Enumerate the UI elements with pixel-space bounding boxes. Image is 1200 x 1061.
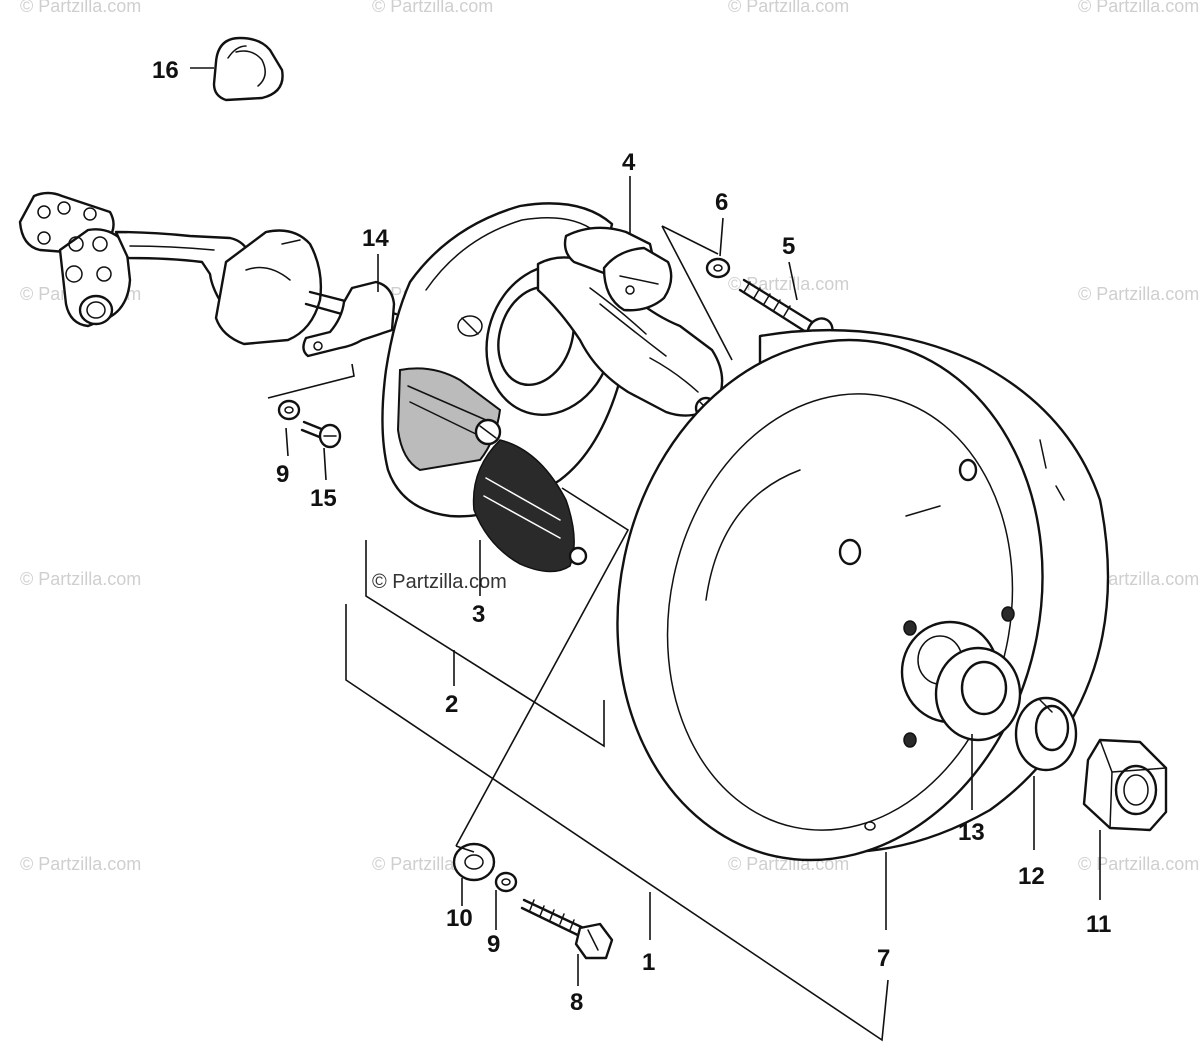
watermark: © Partzilla.com [20, 569, 141, 589]
callout-14: 14 [362, 225, 389, 252]
callout-12: 12 [1018, 863, 1045, 890]
callout-4: 4 [622, 149, 636, 176]
part-6-washer [705, 257, 731, 279]
part-9-washer-lower [494, 871, 518, 893]
callout-9a: 9 [276, 461, 289, 488]
watermark: © Partzilla.com [728, 274, 849, 294]
callouts: 16 4 6 5 14 9 15 3 2 13 12 11 10 9 1 7 8 [152, 57, 1111, 1016]
callout-1: 1 [642, 949, 655, 976]
stator-assembly [381, 202, 724, 573]
callout-5: 5 [782, 233, 795, 260]
callout-7: 7 [877, 945, 890, 972]
part-11-nut [1082, 738, 1168, 832]
watermark: © Partzilla.com [20, 854, 141, 874]
part-13-washer [934, 646, 1022, 742]
part-15-screw [300, 420, 342, 449]
callout-15: 15 [310, 485, 337, 512]
callout-9b: 9 [487, 931, 500, 958]
part-14-clamp [302, 280, 396, 358]
callout-13: 13 [958, 819, 985, 846]
callout-6: 6 [715, 189, 728, 216]
part-10-washer [452, 842, 496, 882]
part-7-flywheel [616, 328, 1110, 862]
callout-2: 2 [445, 691, 458, 718]
watermark: © Partzilla.com [372, 0, 493, 16]
callout-8: 8 [570, 989, 583, 1016]
watermark: © Partzilla.com [728, 0, 849, 16]
callout-11: 11 [1086, 911, 1111, 938]
watermark: © Partzilla.com [20, 0, 141, 16]
part-16-grommet [212, 36, 284, 102]
wire-harness [18, 191, 398, 346]
part-8-screw [520, 898, 614, 960]
part-12-lock-washer [1014, 696, 1078, 772]
leader-lines [190, 67, 1101, 1042]
watermark: © Partzilla.com [1078, 854, 1199, 874]
hub-hardware [934, 646, 1168, 832]
watermark-center: © Partzilla.com [372, 571, 507, 593]
callout-10: 10 [446, 905, 473, 932]
part-9-washer [277, 399, 301, 421]
watermark: © Partzilla.com [1078, 0, 1199, 16]
callout-16: 16 [152, 57, 179, 84]
callout-3: 3 [472, 601, 485, 628]
watermark: © Partzilla.com [1078, 284, 1199, 304]
lower-hardware [452, 842, 614, 960]
